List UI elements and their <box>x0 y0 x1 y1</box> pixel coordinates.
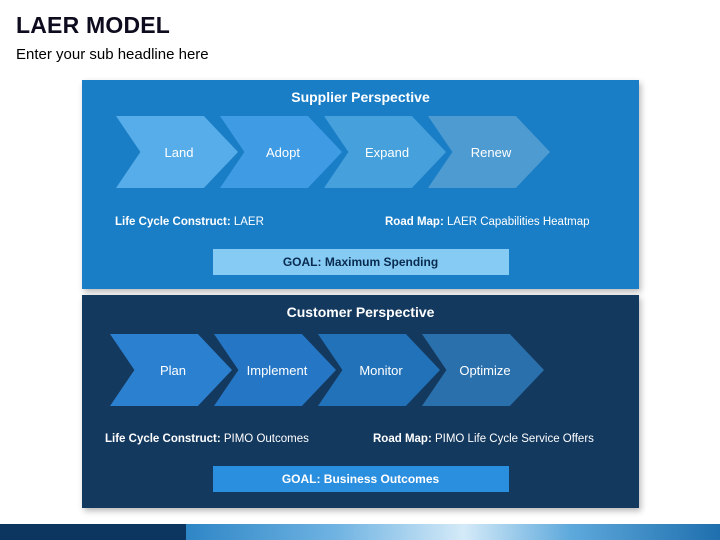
arrow-monitor-label: Monitor <box>359 362 403 378</box>
supplier-road-map-text: Road Map: LAER Capabilities Heatmap <box>385 216 590 228</box>
arrow-plan-label: Plan <box>159 362 187 378</box>
arrow-land: Land <box>116 116 238 188</box>
arrow-monitor: Monitor <box>318 334 440 406</box>
arrow-expand: Expand <box>324 116 446 188</box>
footer-gradient-segment <box>186 524 720 540</box>
page-title: LAER MODEL <box>16 12 171 38</box>
customer-construct-value: PIMO Outcomes <box>220 433 309 445</box>
customer-panel-title: Customer Perspective <box>286 304 435 320</box>
arrow-implement: Implement <box>214 334 336 406</box>
arrow-land-label: Land <box>164 144 194 160</box>
supplier-roadmap-label: Road Map: <box>385 216 444 228</box>
supplier-panel: Supplier Perspective Land Adopt Expand R… <box>82 80 639 289</box>
customer-roadmap-value: PIMO Life Cycle Service Offers <box>431 433 594 445</box>
customer-road-map-text: Road Map: PIMO Life Cycle Service Offers <box>373 433 594 445</box>
supplier-construct-label: Life Cycle Construct: <box>115 216 231 228</box>
arrow-plan: Plan <box>110 334 232 406</box>
customer-construct-label: Life Cycle Construct: <box>105 433 221 445</box>
arrow-renew: Renew <box>428 116 550 188</box>
customer-roadmap-label: Road Map: <box>373 433 432 445</box>
arrow-optimize-label: Optimize <box>459 362 511 378</box>
arrow-optimize: Optimize <box>422 334 544 406</box>
customer-arrow-row: Plan Implement Monitor Optimize <box>110 334 544 406</box>
page-subtitle: Enter your sub headline here <box>16 46 209 63</box>
footer-dark-segment <box>0 524 186 540</box>
arrow-adopt-label: Adopt <box>266 144 300 160</box>
arrow-implement-label: Implement <box>246 362 308 378</box>
supplier-panel-title: Supplier Perspective <box>291 89 430 105</box>
customer-panel: Customer Perspective Plan Implement Moni… <box>82 295 639 508</box>
supplier-construct-value: LAER <box>230 216 264 228</box>
arrow-renew-label: Renew <box>470 144 512 160</box>
arrow-expand-label: Expand <box>364 144 410 160</box>
footer-strip <box>0 524 720 540</box>
customer-goal-banner: GOAL: Business Outcomes <box>212 466 509 492</box>
supplier-goal-banner: GOAL: Maximum Spending <box>212 249 509 275</box>
arrow-adopt: Adopt <box>220 116 342 188</box>
supplier-arrow-row: Land Adopt Expand Renew <box>116 116 550 188</box>
supplier-life-cycle-construct-text: Life Cycle Construct: LAER <box>115 216 264 228</box>
customer-life-cycle-construct-text: Life Cycle Construct: PIMO Outcomes <box>105 433 309 445</box>
supplier-roadmap-value: LAER Capabilities Heatmap <box>443 216 590 228</box>
